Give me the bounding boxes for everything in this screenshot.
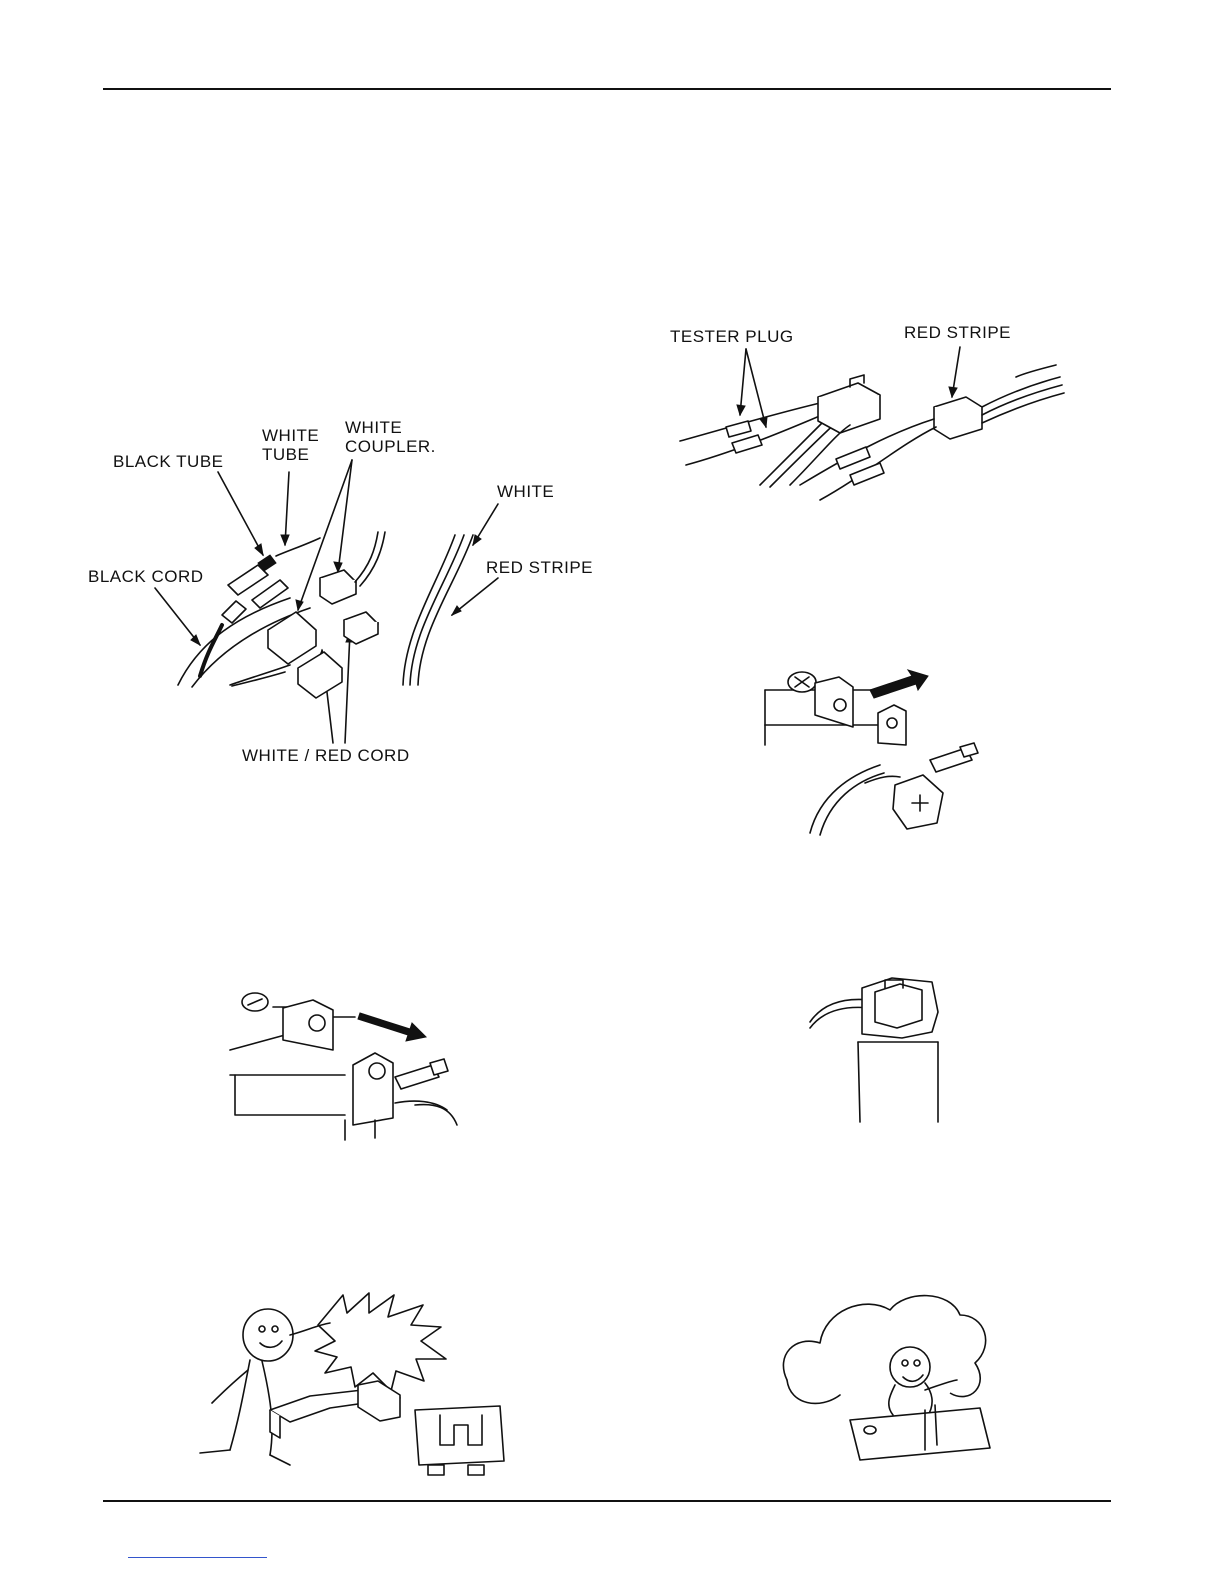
figure-thinking-cartoon: ! <box>775 1285 995 1485</box>
figure-fuse-cartoon <box>190 1285 510 1480</box>
battery-positive-drawing <box>760 665 990 840</box>
figure-battery-positive <box>760 665 990 840</box>
connectors-drawing <box>80 410 600 780</box>
fuse-cartoon-drawing <box>190 1285 510 1480</box>
figure-battery-negative <box>225 985 475 1145</box>
footer-rule <box>103 1500 1111 1502</box>
battery-negative-drawing <box>225 985 475 1145</box>
terminal-cap-drawing <box>800 970 950 1130</box>
figure-terminal-cap <box>800 970 950 1130</box>
tester-plug-drawing <box>660 315 1080 515</box>
header-rule <box>103 88 1111 90</box>
footer-link-underline[interactable] <box>128 1557 267 1558</box>
thinking-cartoon-drawing <box>775 1285 995 1485</box>
figure-connectors: BLACK TUBE WHITE TUBE WHITE COUPLER. WHI… <box>80 410 600 780</box>
figure-tester-plug: TESTER PLUG RED STRIPE <box>660 315 1080 515</box>
